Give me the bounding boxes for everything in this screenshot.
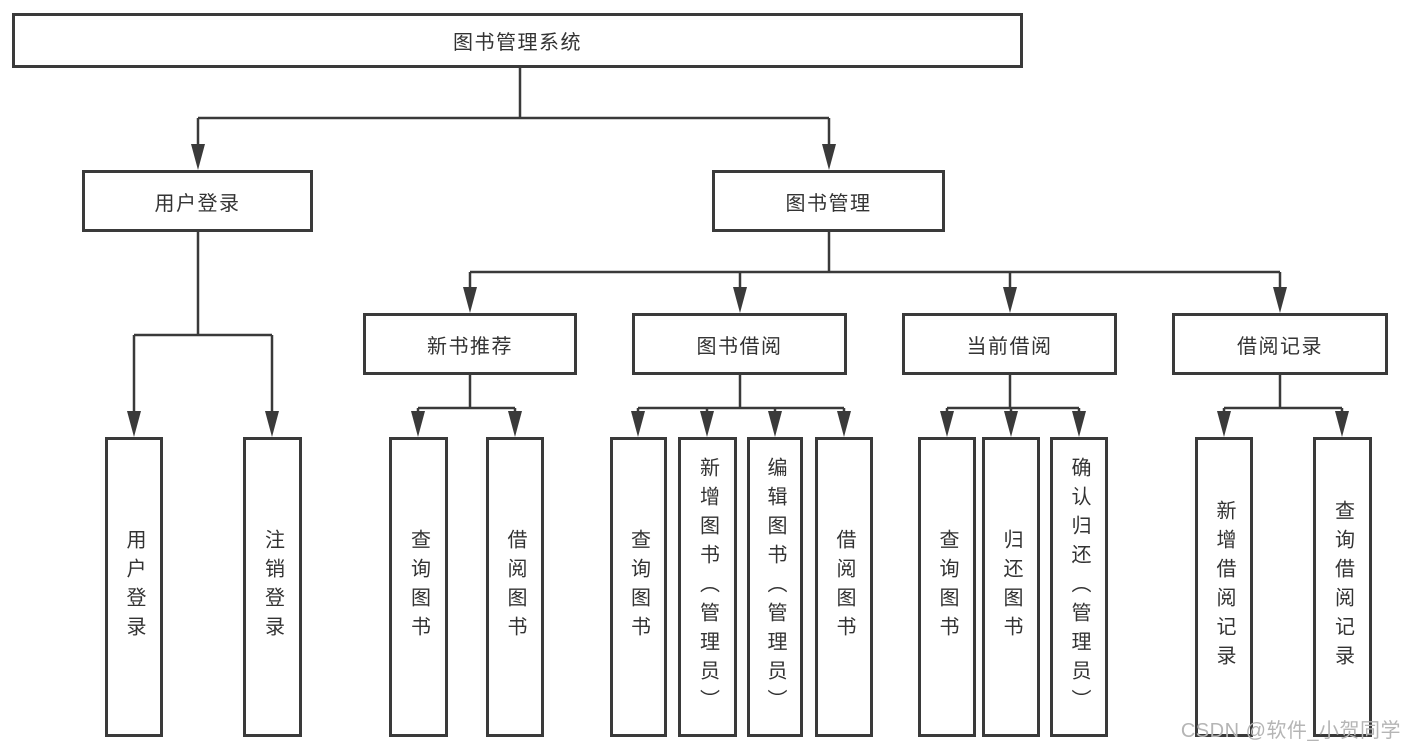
leaf-borrowing-borrow-books-label: 借阅图书	[833, 529, 855, 645]
leaf-current-query-books-label: 查询图书	[936, 529, 958, 645]
leaf-edit-books-admin-label: 编辑图书（管理员）	[764, 456, 786, 718]
leaf-confirm-return-admin: 确认归还（管理员）	[1050, 437, 1108, 737]
leaf-query-borrow-record: 查询借阅记录	[1313, 437, 1372, 737]
node-current-borrowing: 当前借阅	[902, 313, 1117, 375]
leaf-user-login: 用户登录	[105, 437, 163, 737]
watermark: CSDN @软件_小贺同学	[1180, 720, 1401, 742]
leaf-add-books-admin: 新增图书（管理员）	[678, 437, 737, 737]
leaf-user-login-label: 用户登录	[123, 529, 145, 645]
leaf-add-borrow-record: 新增借阅记录	[1195, 437, 1253, 737]
leaf-recommendation-query-books-label: 查询图书	[407, 529, 430, 645]
node-root: 图书管理系统	[12, 13, 1023, 68]
leaf-recommendation-borrow-books-label: 借阅图书	[504, 529, 526, 645]
leaf-borrowing-query-books-label: 查询图书	[627, 529, 650, 645]
leaf-return-books: 归还图书	[982, 437, 1040, 737]
leaf-borrowing-query-books: 查询图书	[610, 437, 667, 737]
leaf-add-books-admin-label: 新增图书（管理员）	[696, 456, 719, 718]
leaf-current-query-books: 查询图书	[918, 437, 976, 737]
leaf-logout: 注销登录	[243, 437, 302, 737]
leaf-edit-books-admin: 编辑图书（管理员）	[747, 437, 803, 737]
leaf-query-borrow-record-label: 查询借阅记录	[1331, 500, 1354, 674]
leaf-recommendation-query-books: 查询图书	[389, 437, 448, 737]
leaf-confirm-return-admin-label: 确认归还（管理员）	[1068, 456, 1090, 718]
node-user-login: 用户登录	[82, 170, 313, 232]
leaf-logout-label: 注销登录	[261, 529, 284, 645]
leaf-recommendation-borrow-books: 借阅图书	[486, 437, 544, 737]
node-book-borrowing: 图书借阅	[632, 313, 847, 375]
node-borrowing-records: 借阅记录	[1172, 313, 1388, 375]
leaf-return-books-label: 归还图书	[1000, 529, 1022, 645]
leaf-add-borrow-record-label: 新增借阅记录	[1213, 500, 1235, 674]
node-book-management: 图书管理	[712, 170, 945, 232]
leaf-borrowing-borrow-books: 借阅图书	[815, 437, 873, 737]
node-new-book-recommendation: 新书推荐	[363, 313, 577, 375]
